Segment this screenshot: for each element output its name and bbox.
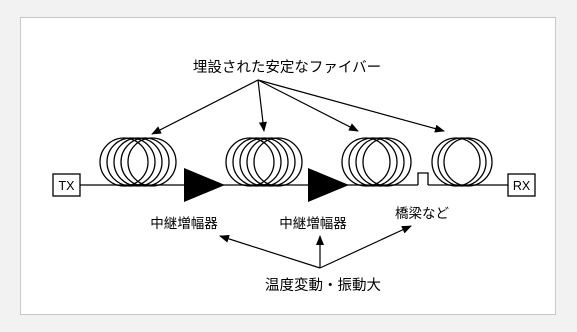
rx-label: RX	[513, 179, 531, 193]
fiber-coil-2	[225, 137, 303, 187]
arrow-to-repeater-1	[219, 234, 321, 269]
arrow-to-coil-1	[151, 79, 259, 135]
fiber-coil-1	[99, 137, 177, 187]
arrow-to-coil-3	[257, 79, 359, 132]
amplifier-triangle-2	[308, 168, 349, 202]
temperature-vibration-label: 温度変動・振動大	[265, 277, 381, 294]
tx-label: TX	[59, 179, 76, 193]
fiber-coil-4	[431, 137, 493, 187]
fiber-coil-3	[341, 137, 412, 187]
repeater-label-1: 中継増幅器	[150, 216, 218, 232]
bottom-arrows	[219, 225, 412, 269]
arrow-to-coil-2	[257, 79, 267, 132]
bridge-label: 橋梁など	[395, 206, 449, 222]
arrow-to-coil-4	[257, 79, 445, 133]
arrow-to-bridge	[319, 225, 412, 269]
rx-box: RX	[507, 173, 536, 197]
tx-box: TX	[52, 173, 81, 197]
buried-fiber-label: 埋設された安定なファイバー	[193, 59, 381, 76]
top-arrows	[151, 79, 445, 135]
amplifier-triangle-1	[184, 168, 225, 202]
repeater-label-2: 中継増幅器	[279, 216, 347, 232]
